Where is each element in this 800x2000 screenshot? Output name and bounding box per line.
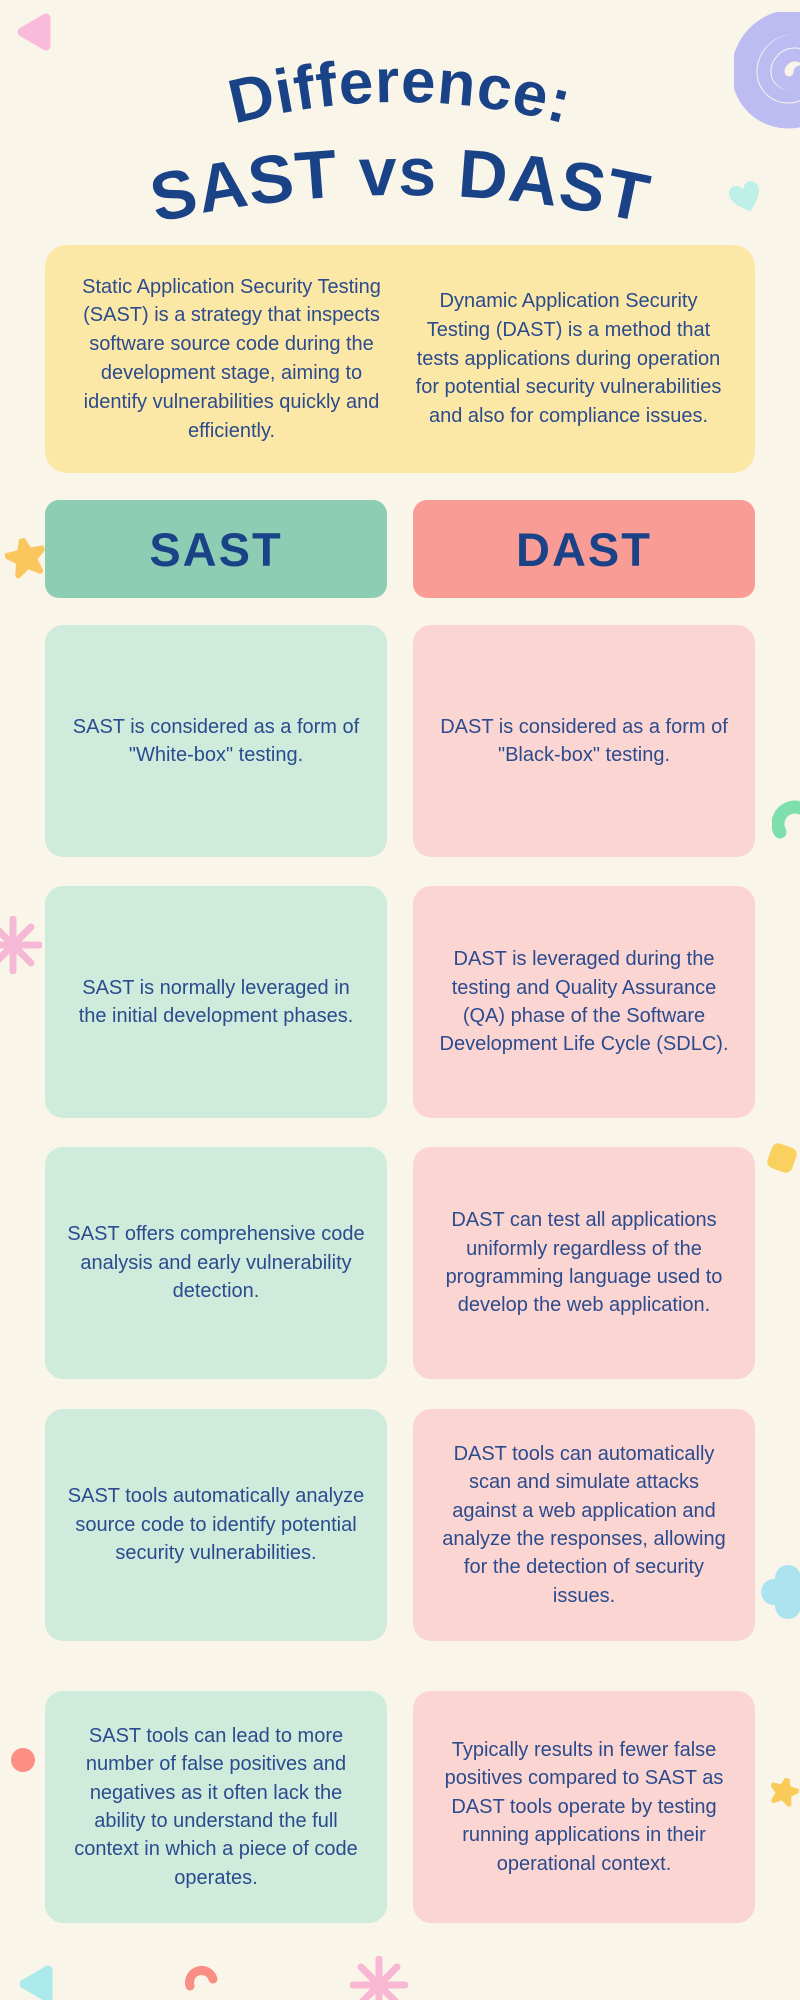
sast-card-4: SAST tools automatically analyze source … <box>45 1409 387 1641</box>
sast-card-2: SAST is normally leveraged in the initia… <box>45 886 387 1118</box>
heart-icon <box>729 181 759 212</box>
dast-card-3: DAST can test all applications uniformly… <box>413 1147 755 1379</box>
mint-arc-icon <box>772 800 800 839</box>
comparison-row-1: SAST is considered as a form of "White-b… <box>45 625 755 857</box>
svg-text:SAST vs DAST: SAST vs DAST <box>144 134 657 237</box>
comparison-row-3: SAST offers comprehensive code analysis … <box>45 1147 755 1379</box>
comparison-row-4: SAST tools automatically analyze source … <box>45 1409 755 1641</box>
sast-card-5: SAST tools can lead to more number of fa… <box>45 1691 387 1923</box>
pink-triangle-icon <box>17 13 51 51</box>
sast-card-1: SAST is considered as a form of "White-b… <box>45 625 387 857</box>
sast-card-3: SAST offers comprehensive code analysis … <box>45 1147 387 1379</box>
dast-card-1: DAST is considered as a form of "Black-b… <box>413 625 755 857</box>
comparison-row-2: SAST is normally leveraged in the initia… <box>45 886 755 1118</box>
column-headers: SAST DAST <box>45 500 755 598</box>
asterisk-icon <box>0 916 42 974</box>
dast-header-badge: DAST <box>413 500 755 598</box>
dast-card-2: DAST is leveraged during the testing and… <box>413 886 755 1118</box>
circle-icon <box>11 1748 35 1772</box>
comparison-row-5: SAST tools can lead to more number of fa… <box>45 1691 755 1923</box>
title-line-2: SAST vs DAST <box>144 134 656 237</box>
star-icon <box>4 536 46 579</box>
squiggle-icon <box>185 1966 218 1991</box>
sast-header-badge: SAST <box>45 500 387 598</box>
page-title: Difference: SAST vs DAST <box>144 47 657 237</box>
dast-card-4: DAST tools can automatically scan and si… <box>413 1409 755 1641</box>
aqua-triangle-icon <box>19 1965 53 2000</box>
small-star-icon <box>770 1776 800 1807</box>
svg-text:Difference:: Difference: <box>222 47 579 138</box>
intro-dast-definition: Dynamic Application Security Testing (DA… <box>415 290 722 428</box>
intro-box: Static Application Security Testing (SAS… <box>45 245 755 473</box>
title-line-1: Difference: <box>222 47 578 138</box>
dast-card-5: Typically results in fewer false positiv… <box>413 1691 755 1923</box>
clover-icon <box>761 1565 800 1619</box>
spiral-icon <box>734 12 800 129</box>
bottom-asterisk-icon <box>350 1956 408 2000</box>
yellow-square-icon <box>767 1143 797 1173</box>
intro-sast-definition: Static Application Security Testing (SAS… <box>82 275 381 442</box>
